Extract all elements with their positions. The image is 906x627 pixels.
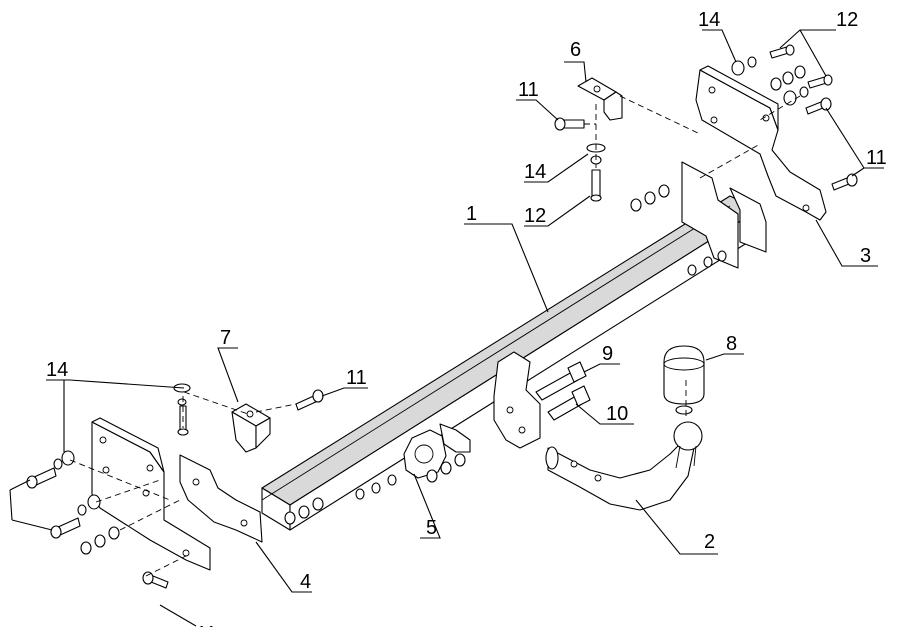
left-beam-bracket — [179, 454, 263, 543]
ball-cover — [663, 345, 705, 415]
label-4: 4 — [300, 571, 311, 593]
hardware-washers-nuts — [53, 56, 809, 555]
label-2: 2 — [704, 531, 715, 553]
label-12-top: 12 — [836, 9, 858, 31]
leader-lines — [9, 29, 884, 627]
hardware-bolts — [26, 44, 858, 589]
label-3: 3 — [860, 245, 871, 267]
label-11-right: 11 — [866, 147, 887, 169]
label-8: 8 — [726, 333, 737, 355]
label-14-top: 14 — [698, 9, 720, 31]
label-14-left: 14 — [46, 359, 68, 381]
tow-ball-neck — [545, 421, 703, 511]
label-7: 7 — [220, 327, 231, 349]
label-11-bottom: 11 — [196, 623, 217, 627]
label-6: 6 — [570, 39, 581, 61]
label-11-top-left: 11 — [518, 79, 539, 101]
part-labels: 1 2 3 4 5 6 7 8 9 10 11 11 11 11 12 12 1… — [46, 9, 887, 627]
bolts-9-10 — [535, 361, 591, 421]
right-side-arm — [695, 65, 827, 221]
label-5: 5 — [426, 517, 437, 539]
tow-ball-mount-plate — [493, 351, 541, 449]
label-10: 10 — [606, 403, 628, 425]
label-12-middle: 12 — [524, 205, 546, 227]
left-bracket — [231, 403, 271, 453]
label-11-middle: 11 — [346, 367, 367, 389]
socket-plate — [403, 423, 471, 479]
top-bracket — [577, 77, 623, 121]
assembly-lines — [69, 95, 801, 577]
label-14-middle: 14 — [524, 161, 546, 183]
label-9: 9 — [602, 343, 613, 365]
right-beam-bracket — [681, 161, 767, 269]
label-1: 1 — [466, 203, 477, 225]
